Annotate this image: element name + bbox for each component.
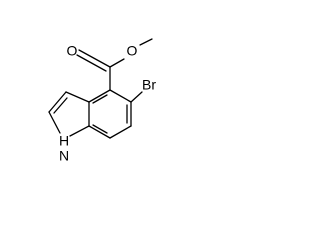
bond-c6-c7-inner	[92, 124, 108, 134]
bond-o-methyl	[139, 38, 153, 46]
atom-label-ester-oxygen: O	[127, 43, 138, 59]
bond-c-o-double-b	[76, 54, 107, 72]
bond-c-o-double-a	[78, 49, 111, 68]
bond-c6-c7	[88, 125, 111, 139]
atom-label-nh-hydrogen: H	[59, 133, 69, 149]
atom-label-nitrogen: N	[59, 148, 69, 164]
bond-c5-br	[130, 91, 143, 103]
bond-c3a-c3	[65, 91, 90, 103]
atom-label-bromine: Br	[142, 77, 156, 93]
bond-c2-n1	[48, 111, 61, 134]
bond-c7a-c3a	[88, 89, 111, 103]
bond-c3-c2-inner	[53, 97, 68, 114]
atom-label-carbonyl-oxygen: O	[67, 43, 78, 59]
bond-c7a-c3a-inner	[92, 94, 108, 104]
bond-c3a-c4	[109, 89, 132, 103]
bond-c3-c2	[48, 91, 67, 113]
bond-c-o-ester	[109, 58, 125, 68]
molecule-structure: O O Br H N	[48, 38, 156, 164]
bond-c5-c6	[109, 125, 132, 139]
bond-n1-c7a	[69, 125, 90, 137]
